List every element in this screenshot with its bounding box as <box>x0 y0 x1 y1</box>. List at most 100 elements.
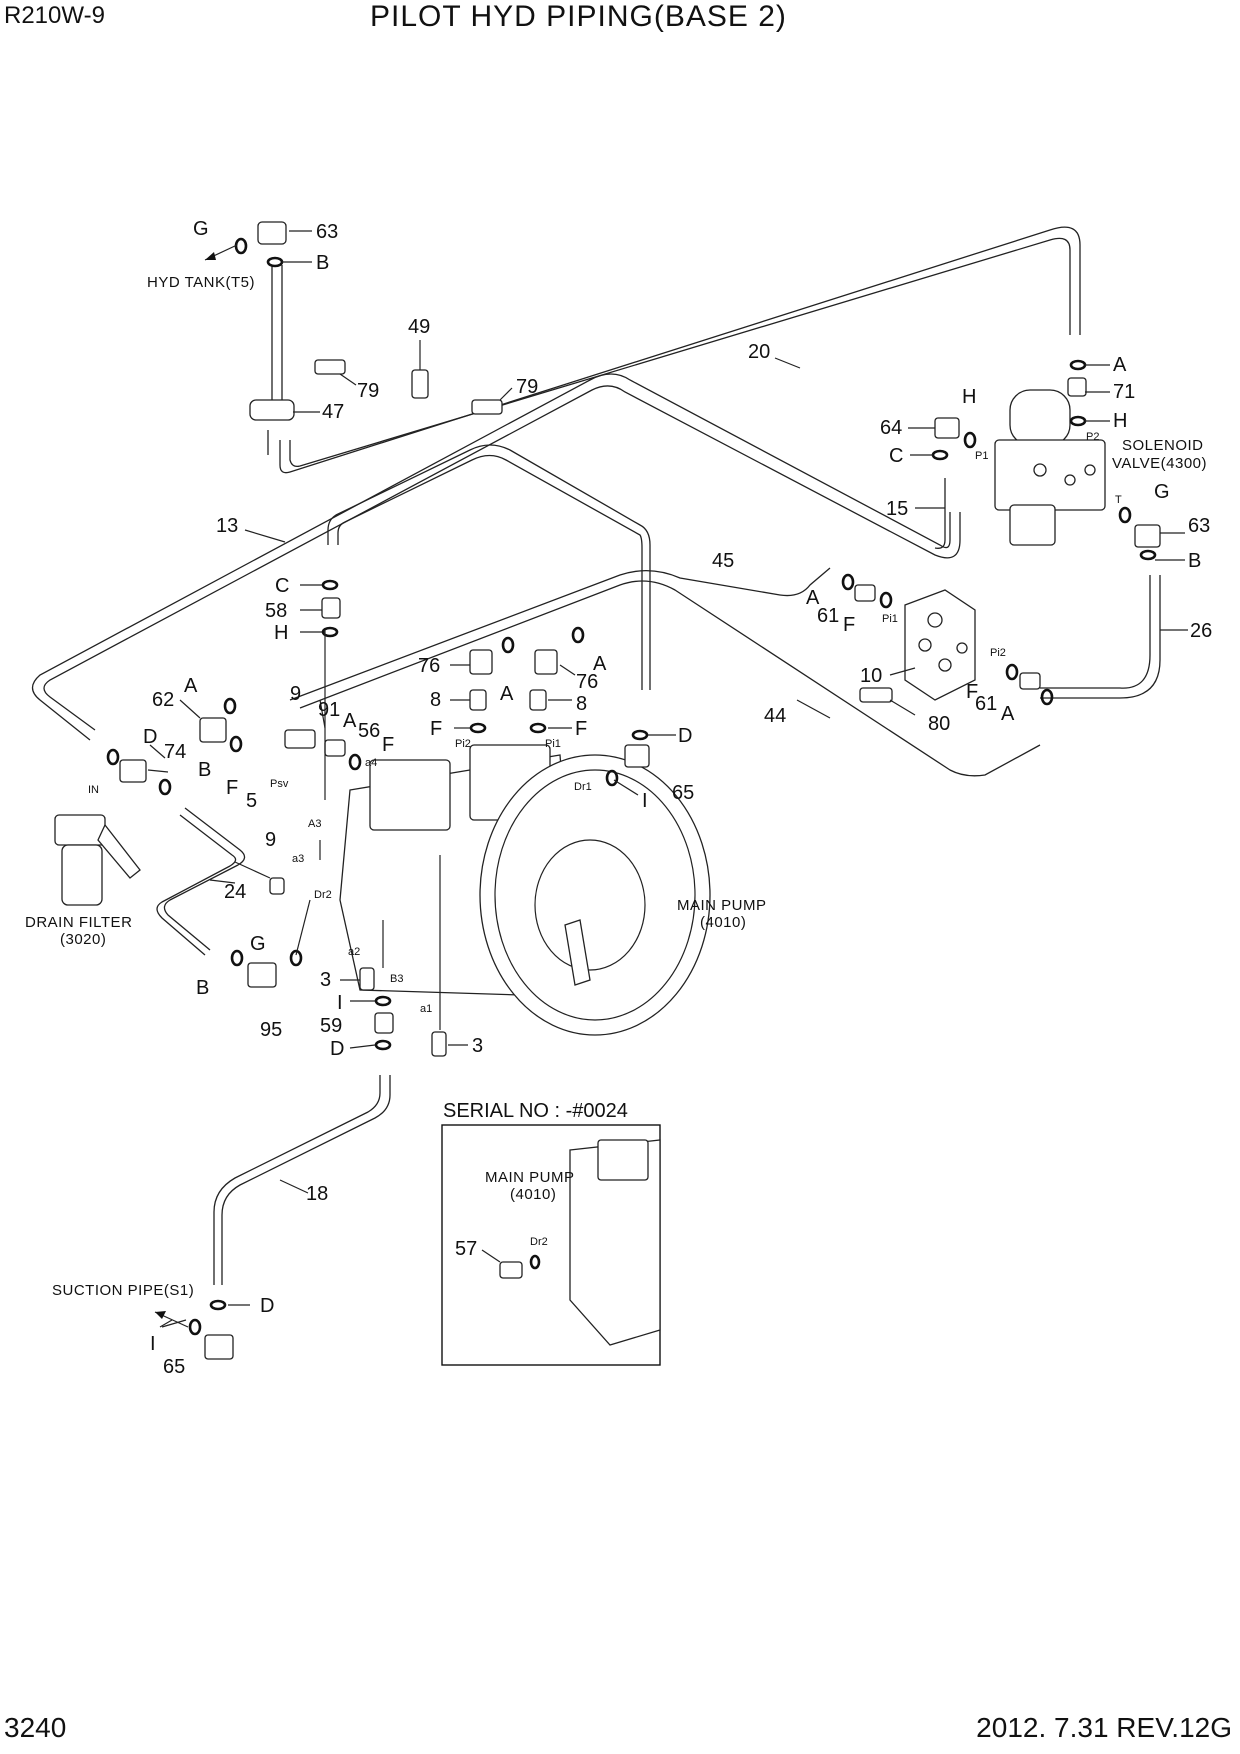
leader <box>295 899 311 956</box>
solenoid-valve-label: VALVE(4300) <box>1112 455 1207 472</box>
leader <box>481 1249 501 1263</box>
callout: F <box>382 734 394 756</box>
callout: 44 <box>764 705 786 727</box>
callout: F <box>430 718 442 740</box>
fitting-65a <box>624 744 650 768</box>
callout: 61 <box>817 605 839 627</box>
callout: 64 <box>880 417 902 439</box>
tank-hose <box>271 265 281 419</box>
o-ring <box>230 949 244 967</box>
clamp-47 <box>249 399 295 421</box>
leader <box>889 667 916 676</box>
callout: 65 <box>163 1356 185 1378</box>
port-label: a1 <box>420 1003 432 1015</box>
o-ring <box>841 573 855 591</box>
fittings <box>106 221 1161 1360</box>
callout: 63 <box>316 221 338 243</box>
solenoid-valve <box>994 389 1106 546</box>
leader <box>149 744 166 759</box>
o-ring <box>374 995 392 1007</box>
revision-date: 2012. 7.31 REV.12G <box>976 1712 1232 1743</box>
o-ring <box>501 636 515 654</box>
pipe-26 <box>1040 575 1151 689</box>
o-ring <box>1069 415 1087 427</box>
callout: G <box>250 933 266 955</box>
o-ring <box>963 431 977 449</box>
fitting-76a <box>469 649 493 675</box>
callout: F <box>575 718 587 740</box>
fitting-91 <box>284 729 316 749</box>
fitting-59 <box>374 1012 394 1034</box>
callout: I <box>642 790 648 812</box>
pipe-13-b <box>43 385 961 731</box>
callout: 5 <box>246 790 257 812</box>
hose-24-b <box>156 814 237 956</box>
pump-regulator <box>369 759 451 831</box>
callout: A <box>343 710 357 732</box>
callout: G <box>193 218 209 240</box>
block-port <box>938 658 952 672</box>
main-pump <box>339 744 711 1036</box>
o-ring <box>1069 359 1087 371</box>
callout: B <box>316 252 329 274</box>
filter-head <box>54 814 106 846</box>
port-label: a3 <box>292 853 304 865</box>
callout: 76 <box>418 655 440 677</box>
hose-20-b <box>289 237 1071 468</box>
fitting-64 <box>934 417 960 439</box>
port-label: a4 <box>365 757 377 769</box>
o-ring <box>321 579 339 591</box>
leader <box>613 779 639 796</box>
port-label: IN <box>88 784 99 796</box>
callout: 76 <box>576 671 598 693</box>
fitting-71 <box>1067 377 1087 397</box>
callout: 80 <box>928 713 950 735</box>
fitting-62 <box>199 717 227 743</box>
callout: 3 <box>472 1035 483 1057</box>
callout: 79 <box>357 380 379 402</box>
suction-pipe-label: SUCTION PIPE(S1) <box>52 1282 194 1299</box>
pipe-26-b <box>1040 575 1161 699</box>
pipe-44 <box>299 580 1041 777</box>
callout: A <box>593 653 607 675</box>
component-labels: HYD TANK(T5) SOLENOID VALVE(4300) MAIN P… <box>25 274 1207 1299</box>
callout: 95 <box>260 1019 282 1041</box>
fitting-58 <box>321 597 341 619</box>
callout: 74 <box>164 741 186 763</box>
port-label: A3 <box>308 818 321 830</box>
block-port <box>956 642 968 654</box>
fitting-3a <box>359 967 375 991</box>
callout: 58 <box>265 600 287 622</box>
pump-shaft <box>564 919 591 986</box>
leader <box>559 664 576 676</box>
inset-main-pump-label: MAIN PUMP <box>485 1169 575 1186</box>
inset-port-dr2: Dr2 <box>530 1236 548 1248</box>
callout: 10 <box>860 665 882 687</box>
callout: 63 <box>1188 515 1210 537</box>
solenoid-valve-label: SOLENOID <box>1122 437 1204 454</box>
leader <box>209 879 236 884</box>
callout: F <box>226 777 238 799</box>
o-ring <box>209 1299 227 1311</box>
leader <box>244 529 286 543</box>
hyd-tank-label: HYD TANK(T5) <box>147 274 255 291</box>
main-pump-label: (4010) <box>700 914 746 931</box>
callout: 79 <box>516 376 538 398</box>
port-label: Pi2 <box>455 738 471 750</box>
serial-inset <box>441 1124 661 1366</box>
block-port <box>918 638 932 652</box>
inset-callout-57: 57 <box>455 1238 477 1260</box>
solenoid-port <box>1064 474 1076 486</box>
o-ring <box>321 626 339 638</box>
page-title: PILOT HYD PIPING(BASE 2) <box>370 0 787 33</box>
callout: 8 <box>430 689 441 711</box>
fitting-8b <box>529 689 547 711</box>
o-ring <box>631 729 649 741</box>
fitting-3b <box>431 1031 447 1057</box>
fitting-8a <box>469 689 487 711</box>
port-label: Dr1 <box>574 781 592 793</box>
hose-24 <box>163 807 246 951</box>
callout: A <box>1113 354 1127 376</box>
leader <box>349 1044 376 1049</box>
